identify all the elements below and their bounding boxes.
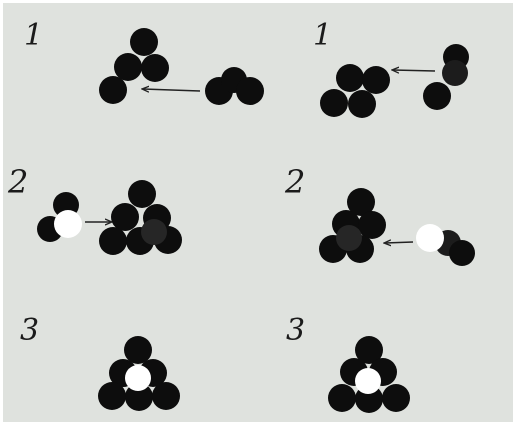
step-2-right-incoming — [416, 224, 475, 266]
step-label-2-right: 2 — [284, 163, 305, 201]
step-label-2-left: 2 — [7, 163, 28, 201]
ball — [320, 89, 348, 117]
arrow-step-1-left — [143, 89, 201, 91]
step-2-left-incoming — [37, 192, 82, 242]
ball — [54, 210, 82, 238]
step-1-left-cluster — [99, 28, 169, 104]
step-label-1-right: 1 — [313, 18, 332, 53]
ball — [141, 54, 169, 82]
ball — [236, 77, 264, 105]
arrow-step-2-right — [385, 242, 414, 243]
ball — [355, 368, 381, 394]
step-2-right-cluster — [319, 188, 386, 263]
diagram-panel — [3, 3, 513, 422]
ball — [99, 227, 127, 255]
step-label-3-right: 3 — [286, 313, 305, 348]
arrow-step-1-right — [393, 70, 436, 71]
ball — [347, 188, 375, 216]
ball — [141, 219, 167, 245]
step-3-left-cluster — [98, 336, 180, 411]
ball — [442, 60, 468, 86]
ball — [130, 28, 158, 56]
step-label-1-left: 1 — [24, 18, 43, 53]
step-label-3-left: 3 — [20, 313, 39, 348]
step-2-left-cluster — [99, 180, 182, 255]
ball — [449, 240, 475, 266]
ball — [423, 82, 451, 110]
ball — [99, 76, 127, 104]
ball — [128, 180, 156, 208]
ball — [416, 224, 444, 252]
ball — [328, 384, 356, 412]
ball — [336, 64, 364, 92]
ball — [124, 336, 152, 364]
ball — [125, 383, 153, 411]
ball — [355, 336, 383, 364]
step-1-right-incoming — [423, 44, 469, 110]
ball — [98, 382, 126, 410]
step-1-left-incoming — [205, 67, 264, 105]
ball — [336, 225, 362, 251]
ball — [111, 203, 139, 231]
ball — [152, 382, 180, 410]
ball — [125, 365, 151, 391]
ball — [362, 66, 390, 94]
step-3-right-cluster — [328, 336, 410, 413]
ball — [382, 384, 410, 412]
ball — [358, 211, 386, 239]
step-1-right-cluster — [320, 64, 390, 118]
ball — [114, 53, 142, 81]
ball — [348, 90, 376, 118]
